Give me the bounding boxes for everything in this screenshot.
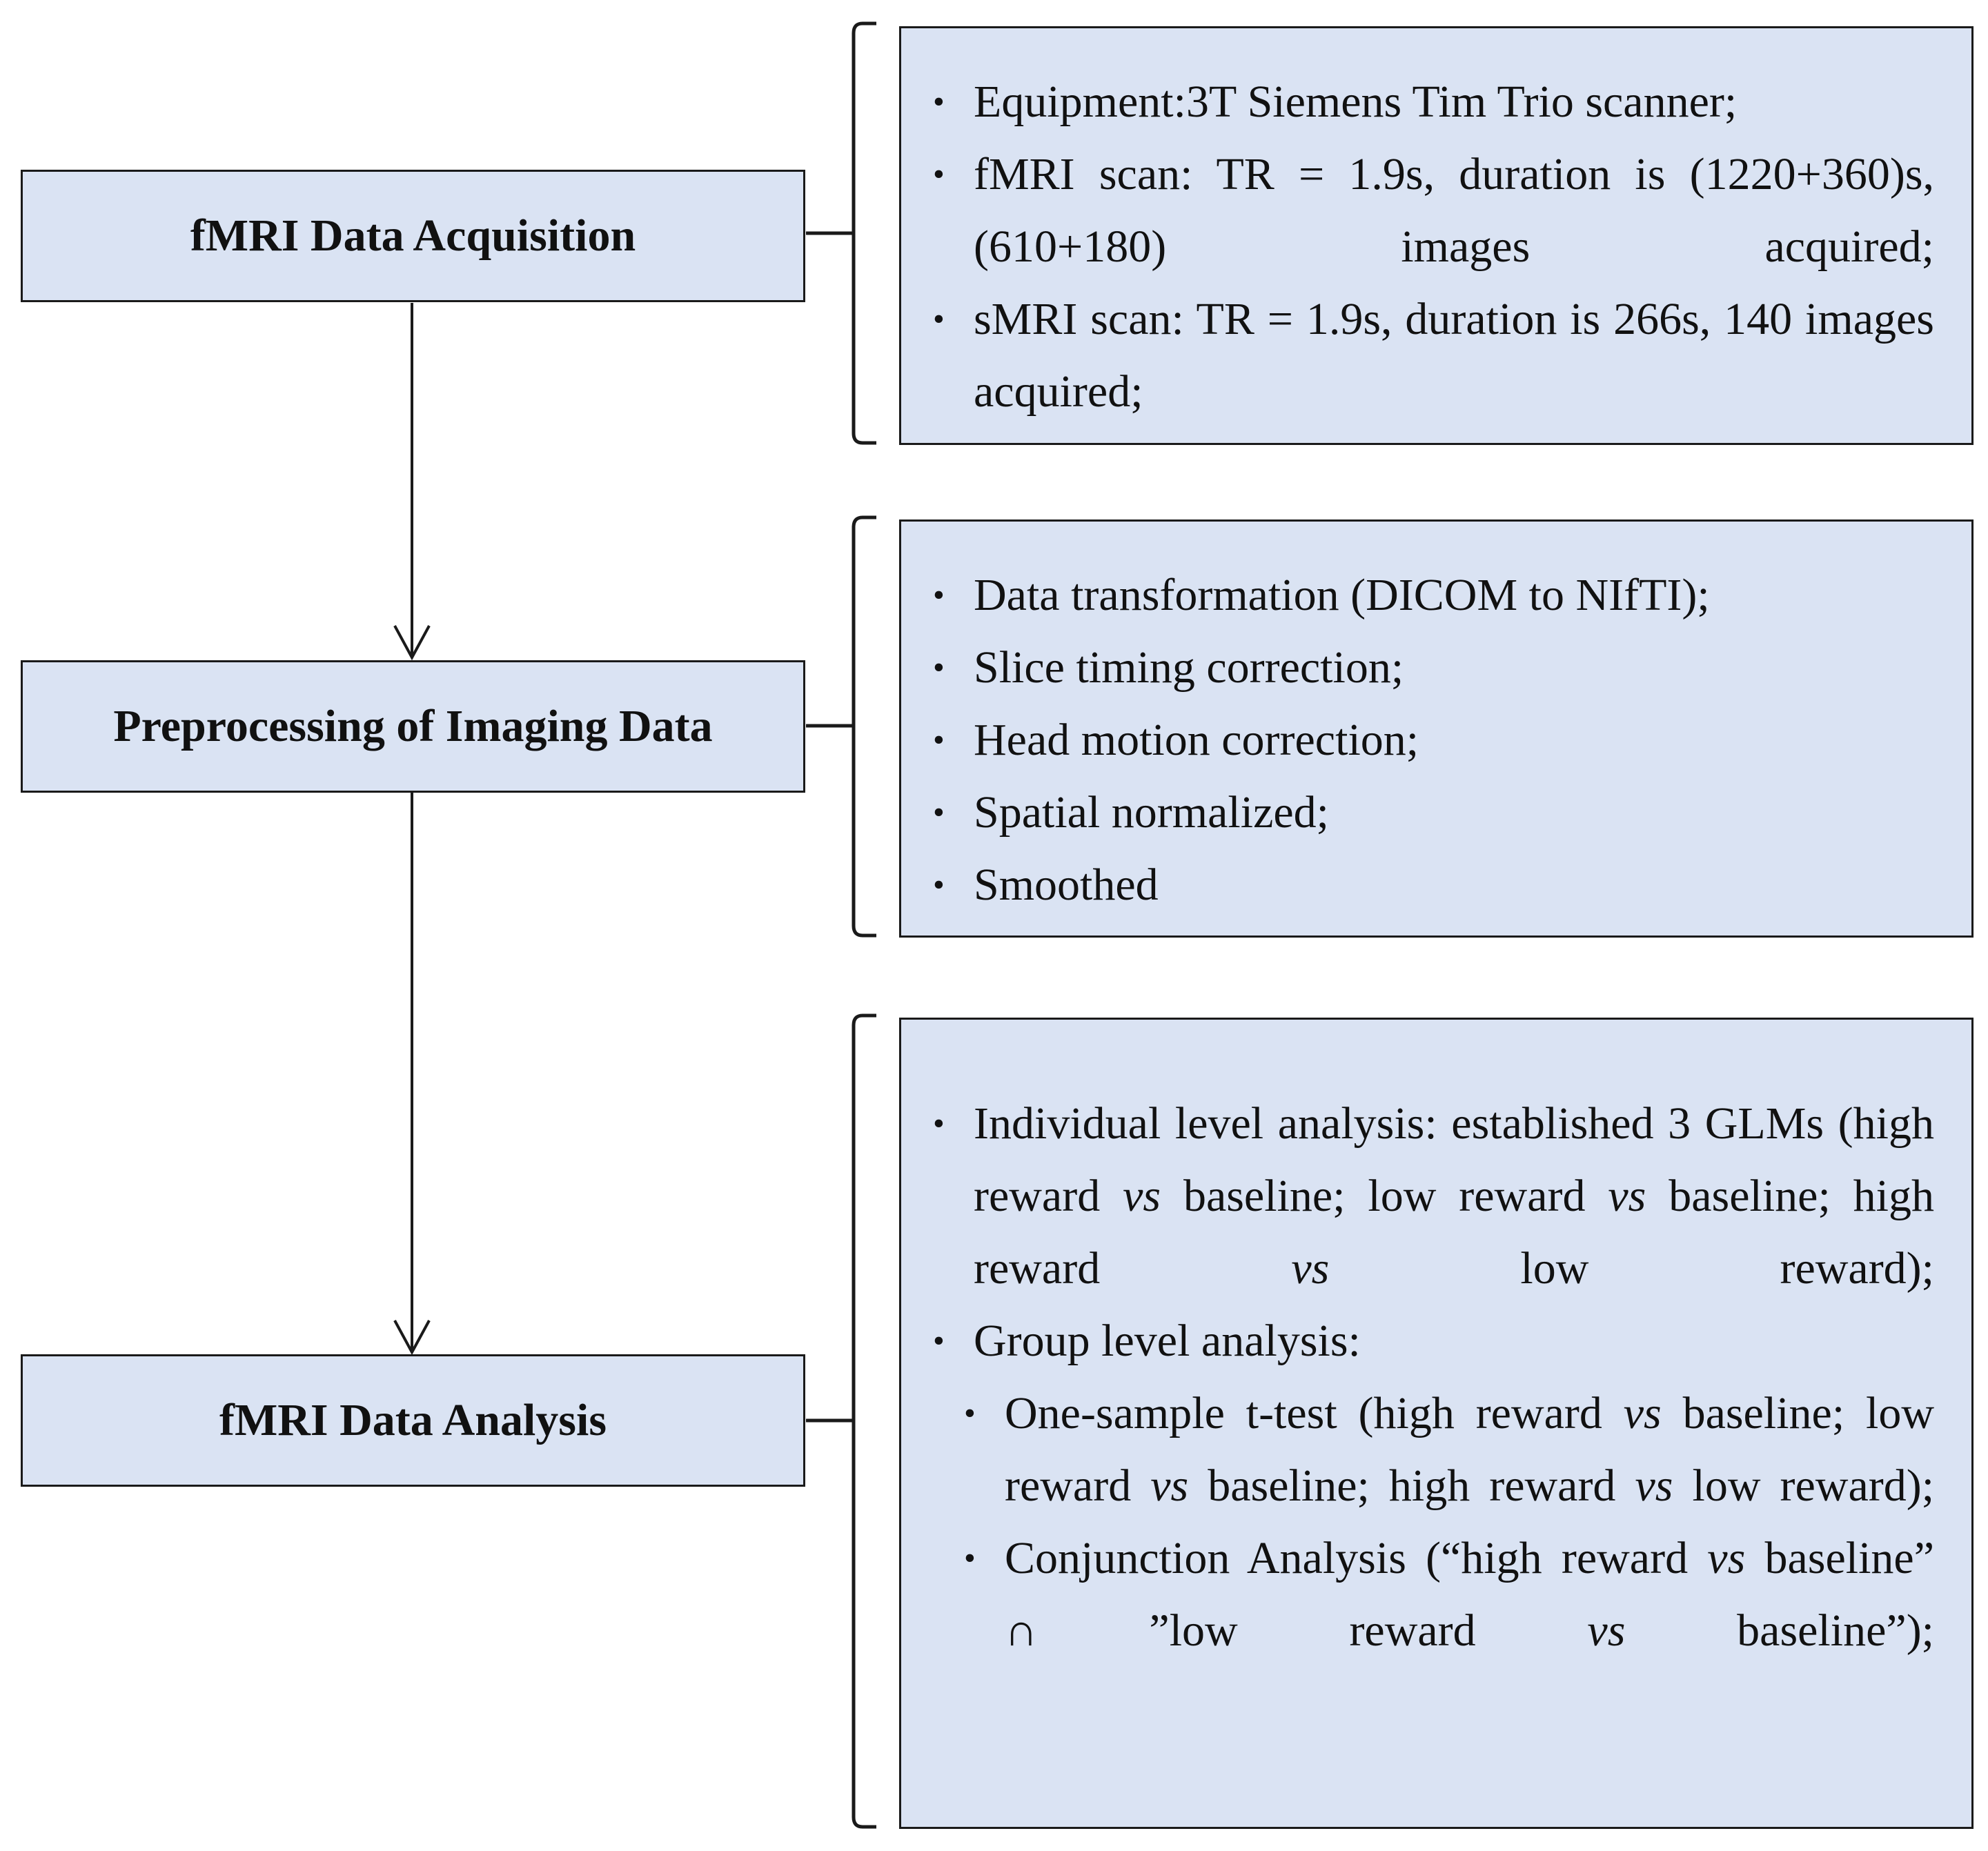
ttest-text-4: low reward); — [1692, 1461, 1935, 1511]
preprocessing-item: • Spatial normalized; — [901, 776, 1934, 849]
acquisition-details-box: •Equipment:3T Siemens Tim Trio scanner; … — [899, 26, 1974, 445]
analysis-subitem-ttest: • One-sample t-test (high reward vs basel… — [901, 1377, 1934, 1522]
bullet-icon: • — [933, 1323, 945, 1359]
bullet-icon: • — [964, 1540, 976, 1576]
bullet-icon: • — [933, 722, 945, 758]
stage-acquisition-label: fMRI Data Acquisition — [190, 210, 636, 261]
analysis-item-individual: • Individual level analysis: established … — [901, 1087, 1934, 1305]
brace-analysis — [806, 1013, 876, 1829]
preprocessing-details-box: • Data transformation (DICOM to NIfTI); •… — [899, 519, 1974, 938]
preprocessing-item-text: Data transformation (DICOM to NIfTI); — [974, 570, 1710, 620]
acquisition-item: • sMRI scan: TR = 1.9s, duration is 266s,… — [901, 283, 1934, 428]
acquisition-item: • Equipment:3T Siemens Tim Trio scanner; — [901, 66, 1934, 138]
bullet-icon: • — [933, 794, 945, 831]
preprocessing-item: • Smoothed — [901, 849, 1934, 921]
preprocessing-item: • Head motion correction; — [901, 704, 1934, 776]
ttest-text-1: One-sample t-test (high reward — [1005, 1388, 1602, 1438]
preprocessing-list: • Data transformation (DICOM to NIfTI); •… — [901, 559, 1934, 921]
ttest-text-3: baseline; high reward — [1208, 1461, 1616, 1511]
acquisition-item-text: Equipment:3T Siemens Tim Trio scanner; — [974, 77, 1738, 127]
acquisition-item-text: sMRI scan: TR = 1.9s, duration is 266s, … — [974, 294, 1934, 417]
vs-italic: vs — [1291, 1243, 1330, 1294]
conjunction-text-2: baseline” ∩ ”low reward — [1005, 1533, 1935, 1656]
vs-italic: vs — [1623, 1388, 1662, 1438]
stage-preprocessing-box: Preprocessing of Imaging Data — [21, 660, 805, 793]
preprocessing-item: • Slice timing correction; — [901, 631, 1934, 704]
vs-italic: vs — [1707, 1533, 1746, 1583]
preprocessing-item-text: Spatial normalized; — [974, 787, 1330, 838]
individual-text-4: low reward); — [1520, 1243, 1935, 1294]
analysis-subitem-conjunction: • Conjunction Analysis (“high reward vs b… — [901, 1522, 1934, 1667]
stage-analysis-box: fMRI Data Analysis — [21, 1354, 805, 1487]
brace-acquisition — [806, 21, 876, 445]
acquisition-item: • fMRI scan: TR = 1.9s, duration is (1220… — [901, 138, 1934, 283]
preprocessing-item-text: Head motion correction; — [974, 715, 1419, 765]
conjunction-text-1: Conjunction Analysis (“high reward — [1005, 1533, 1689, 1583]
bullet-icon: • — [933, 156, 945, 192]
vs-italic: vs — [1150, 1461, 1189, 1511]
stage-preprocessing-label: Preprocessing of Imaging Data — [113, 701, 713, 751]
preprocessing-item-text: Smoothed — [974, 860, 1159, 910]
ttest-text-2: baseline; low reward — [1005, 1388, 1934, 1511]
brace-preprocessing — [806, 515, 876, 938]
bullet-icon: • — [933, 1105, 945, 1142]
preprocessing-item-text: Slice timing correction; — [974, 642, 1404, 693]
bullet-icon: • — [933, 867, 945, 903]
bullet-icon: • — [964, 1395, 976, 1432]
individual-text-3: baseline; high reward — [974, 1171, 1935, 1294]
group-text: Group level analysis: — [974, 1316, 1361, 1366]
arrowhead-1 — [393, 625, 431, 661]
analysis-list: • Individual level analysis: established … — [901, 1087, 1934, 1667]
stage-analysis-label: fMRI Data Analysis — [219, 1395, 607, 1445]
vs-italic: vs — [1635, 1461, 1673, 1511]
stage-acquisition-box: fMRI Data Acquisition — [21, 170, 805, 302]
individual-text-2: baseline; low reward — [1183, 1171, 1586, 1221]
acquisition-list: •Equipment:3T Siemens Tim Trio scanner; … — [901, 66, 1934, 428]
individual-text-1: Individual level analysis: established 3… — [974, 1098, 1934, 1221]
vs-italic: vs — [1123, 1171, 1161, 1221]
acquisition-item-text: fMRI scan: TR = 1.9s, duration is (1220+… — [974, 149, 1934, 272]
preprocessing-item: • Data transformation (DICOM to NIfTI); — [901, 559, 1934, 631]
conjunction-text-3: baseline”); — [1737, 1605, 1935, 1656]
bullet-icon: • — [933, 577, 945, 613]
arrowhead-2 — [393, 1320, 431, 1356]
bullet-icon: • — [933, 649, 945, 686]
vs-italic: vs — [1587, 1605, 1626, 1656]
vs-italic: vs — [1608, 1171, 1646, 1221]
bullet-icon: • — [933, 301, 945, 337]
analysis-details-box: • Individual level analysis: established … — [899, 1018, 1974, 1829]
analysis-item-group: • Group level analysis: — [901, 1305, 1934, 1377]
bullet-icon: • — [933, 83, 945, 120]
